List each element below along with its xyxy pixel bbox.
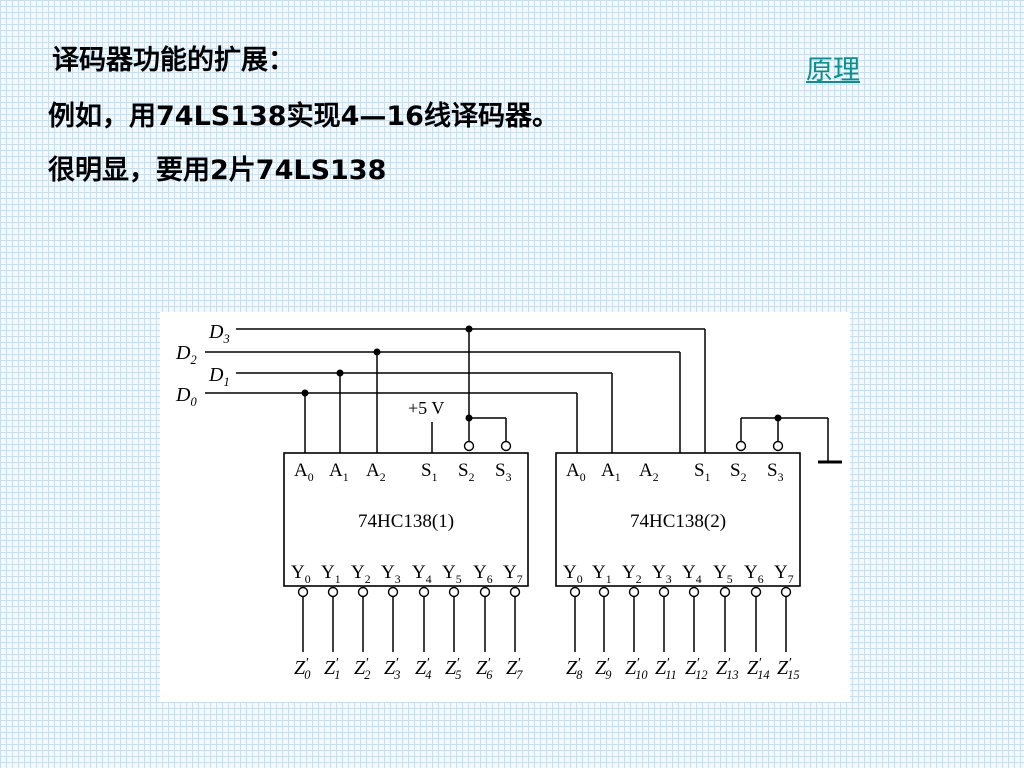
pin-y4-chip2: Y4 — [682, 562, 702, 586]
pin-a1-chip2: A1 — [601, 460, 621, 484]
output-label-z8: Z′8 — [566, 656, 583, 682]
principle-link[interactable]: 原理 — [806, 55, 860, 86]
conclusion-line: 很明显，要用2片74LS138 — [48, 155, 387, 186]
pin-s1-chip2: S1 — [694, 460, 711, 484]
inverter-bubble — [463, 440, 475, 452]
pin-y4-chip1: Y4 — [412, 562, 432, 586]
pin-y3-chip1: Y3 — [381, 562, 401, 586]
output-label-z15: Z′15 — [777, 656, 800, 682]
example-line: 例如，用74LS138实现4—16线译码器。 — [48, 101, 559, 132]
junction-dot — [373, 348, 381, 356]
pin-s3-chip1: S3 — [495, 460, 512, 484]
pin-y7-chip1: Y7 — [503, 562, 523, 586]
inverter-bubble — [479, 586, 491, 598]
pin-y1-chip2: Y1 — [592, 562, 612, 586]
inverter-bubble — [772, 440, 784, 452]
output-label-z2: Z′2 — [354, 656, 370, 682]
pin-y6-chip1: Y6 — [473, 562, 493, 586]
pin-s2-chip2: S2 — [730, 460, 747, 484]
pin-a1-chip1: A1 — [329, 460, 349, 484]
chip-2 — [555, 452, 801, 587]
output-label-z3: Z′3 — [384, 656, 400, 682]
inverter-bubble — [658, 586, 670, 598]
pin-y2-chip1: Y2 — [351, 562, 371, 586]
output-label-z7: Z′7 — [506, 656, 523, 682]
output-label-z10: Z′10 — [625, 656, 648, 682]
pin-a2-chip2: A2 — [639, 460, 659, 484]
pin-s1-chip1: S1 — [421, 460, 438, 484]
output-label-z4: Z′4 — [415, 656, 431, 682]
chip-1 — [283, 452, 529, 587]
pin-s3-chip2: S3 — [767, 460, 784, 484]
supply-label: +5 V — [408, 398, 444, 418]
inverter-bubble — [327, 586, 339, 598]
inverter-bubble — [598, 586, 610, 598]
inverter-bubble — [688, 586, 700, 598]
inverter-bubble — [418, 586, 430, 598]
inverter-bubble — [448, 586, 460, 598]
inverter-bubble — [750, 586, 762, 598]
inverter-bubble — [569, 586, 581, 598]
pin-y0-chip1: Y0 — [291, 562, 311, 586]
pin-a0-chip2: A0 — [566, 460, 586, 484]
output-label-z1: Z′1 — [324, 656, 340, 682]
input-label-d3: D3 — [208, 321, 230, 346]
chip-name-1: 74HC138(1) — [358, 511, 454, 532]
inverter-bubble — [719, 586, 731, 598]
input-label-d1: D1 — [208, 364, 230, 389]
inverter-bubble — [387, 586, 399, 598]
output-label-z14: Z′14 — [747, 656, 770, 682]
inverter-bubble — [780, 586, 792, 598]
input-label-d2: D2 — [175, 342, 197, 367]
output-label-z5: Z′5 — [445, 656, 461, 682]
inverter-bubble — [297, 586, 309, 598]
junction-dot — [301, 389, 309, 397]
pin-y0-chip2: Y0 — [563, 562, 583, 586]
pin-y5-chip1: Y5 — [442, 562, 462, 586]
inverter-bubble — [357, 586, 369, 598]
pin-y6-chip2: Y6 — [744, 562, 764, 586]
inverter-bubble — [500, 440, 512, 452]
inverter-bubble — [509, 586, 521, 598]
heading-decoder-expansion: 译码器功能的扩展： — [52, 45, 295, 76]
output-label-z9: Z′9 — [595, 656, 611, 682]
pin-a2-chip1: A2 — [366, 460, 386, 484]
pin-y7-chip2: Y7 — [774, 562, 794, 586]
chip-name-2: 74HC138(2) — [630, 511, 726, 532]
inverter-bubble — [735, 440, 747, 452]
output-label-z0: Z′0 — [294, 656, 311, 682]
pin-y1-chip1: Y1 — [321, 562, 341, 586]
output-label-z13: Z′13 — [716, 656, 739, 682]
pin-y5-chip2: Y5 — [713, 562, 733, 586]
pin-s2-chip1: S2 — [458, 460, 475, 484]
junction-dot — [336, 369, 344, 377]
pin-y3-chip2: Y3 — [652, 562, 672, 586]
inverter-bubble — [628, 586, 640, 598]
output-label-z11: Z′11 — [655, 656, 677, 682]
pin-y2-chip2: Y2 — [622, 562, 642, 586]
output-label-z6: Z′6 — [476, 656, 493, 682]
output-label-z12: Z′12 — [685, 656, 708, 682]
pin-a0-chip1: A0 — [294, 460, 314, 484]
input-label-d0: D0 — [175, 384, 197, 409]
